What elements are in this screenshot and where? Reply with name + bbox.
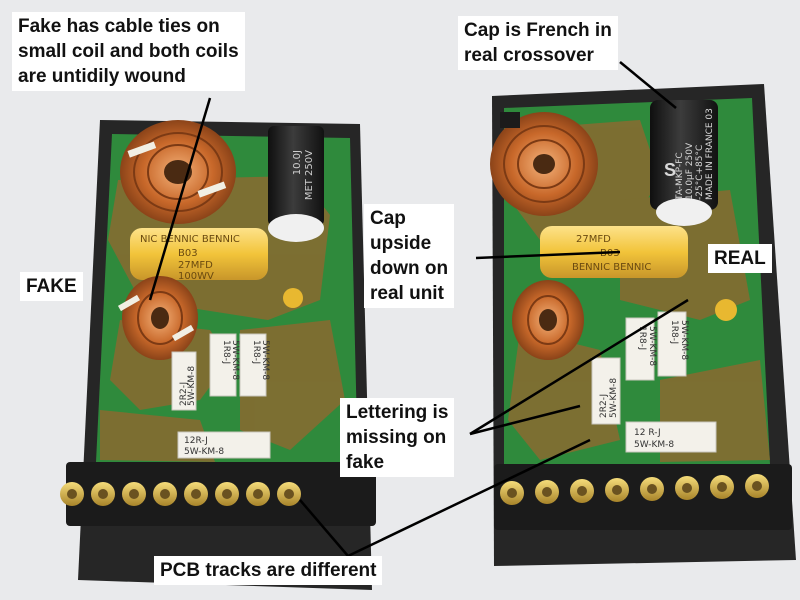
annotation-french-cap: Cap is French in real crossover	[458, 16, 618, 70]
fake-resistor-text-2: 5W-KM-8	[230, 340, 240, 380]
real-yellow-cap-text-3: BENNIC BENNIC	[572, 262, 651, 273]
annotation-pointers	[148, 61, 689, 558]
pointer-lettering-2	[469, 298, 689, 436]
annotation-fake-coils: Fake has cable ties on small coil and bo…	[12, 12, 245, 91]
real-crossover: TA-MKP-FC 10.0µF 250V -25°C+85°C MADE IN…	[490, 84, 796, 566]
annotation-cap-upside-down: Cap upside down on real unit	[364, 204, 455, 308]
pointer-fake-coils	[148, 97, 212, 301]
real-large-coil	[490, 112, 598, 216]
fake-black-cap-text-2: MET 250V	[304, 150, 315, 200]
real-small-coil	[512, 280, 584, 360]
real-terminals	[500, 474, 769, 505]
annotation-real: REAL	[708, 244, 772, 273]
fake-yellow-cap-text-1: NIC BENNIC BENNIC	[140, 234, 240, 245]
fake-resistor-text-5: 2R2-J	[179, 382, 189, 406]
fake-large-coil	[120, 120, 236, 224]
fake-disc-capacitor	[283, 288, 303, 308]
fake-black-cap-text-1: 10.0J	[292, 150, 303, 175]
fake-resistor-text-3: 1R8-J	[251, 340, 261, 364]
real-resistor-text-8: 5W-KM-8	[634, 440, 674, 450]
fake-resistor-text-1: 1R8-J	[221, 340, 231, 364]
real-resistor-text-4: 5W-KM-8	[679, 320, 689, 360]
fake-resistor-text-7: 12R-J	[184, 436, 208, 446]
annotation-lettering-missing: Lettering is missing on fake	[340, 398, 455, 477]
real-yellow-cap-text-1: 27MFD	[576, 234, 611, 245]
fake-resistors: 1R8-J 5W-KM-8 1R8-J 5W-KM-8 2R2-J 5W-KM-…	[171, 333, 271, 459]
real-resistor-text-3: 1R8-J	[669, 320, 679, 344]
annotation-fake: FAKE	[20, 272, 83, 301]
real-black-cap-text-3: -25°C+85°C	[695, 145, 705, 200]
fake-black-capacitor: 10.0J MET 250V	[268, 126, 324, 242]
real-black-cap-text-1: TA-MKP-FC	[675, 152, 685, 201]
real-black-capacitor: TA-MKP-FC 10.0µF 250V -25°C+85°C MADE IN…	[650, 100, 718, 226]
fake-yellow-cap-text-3: 27MFD	[178, 260, 213, 271]
real-resistor-text-1: 1R8-J	[637, 326, 647, 350]
real-resistor-text-6: 5W-KM-8	[609, 378, 619, 418]
real-black-cap-text-2: 10.0µF 250V	[685, 142, 695, 200]
fake-yellow-cap-text-2: B03	[178, 248, 198, 259]
fake-small-coil	[117, 276, 198, 360]
pointer-cap-upside-down	[475, 250, 621, 260]
pointer-lettering-1	[469, 404, 581, 436]
real-resistor-text-2: 5W-KM-8	[647, 326, 657, 366]
real-resistor-text-5: 2R2-J	[599, 394, 609, 418]
annotation-pcb-tracks: PCB tracks are different	[154, 556, 383, 585]
fake-resistor-text-8: 5W-KM-8	[184, 447, 224, 457]
fake-terminals	[60, 482, 301, 506]
fake-yellow-capacitor: NIC BENNIC BENNIC B03 27MFD 100WV	[130, 228, 268, 282]
pointer-pcb-fake	[299, 499, 349, 557]
pointer-pcb-real	[347, 438, 591, 558]
fake-resistor-text-4: 5W-KM-8	[260, 340, 270, 380]
fake-crossover: 10.0J MET 250V NIC BENNIC BENNIC B03 27M…	[60, 120, 376, 590]
fake-resistor-text-6: 5W-KM-8	[187, 366, 197, 406]
real-cap-s-logo: S	[664, 160, 676, 180]
real-resistor-text-7: 12 R-J	[634, 428, 661, 438]
real-black-cap-text-4: MADE IN FRANCE 03	[705, 108, 715, 200]
real-disc-capacitor	[715, 299, 737, 321]
fake-yellow-cap-text-4: 100WV	[178, 271, 214, 282]
pointer-french-cap	[619, 61, 677, 109]
